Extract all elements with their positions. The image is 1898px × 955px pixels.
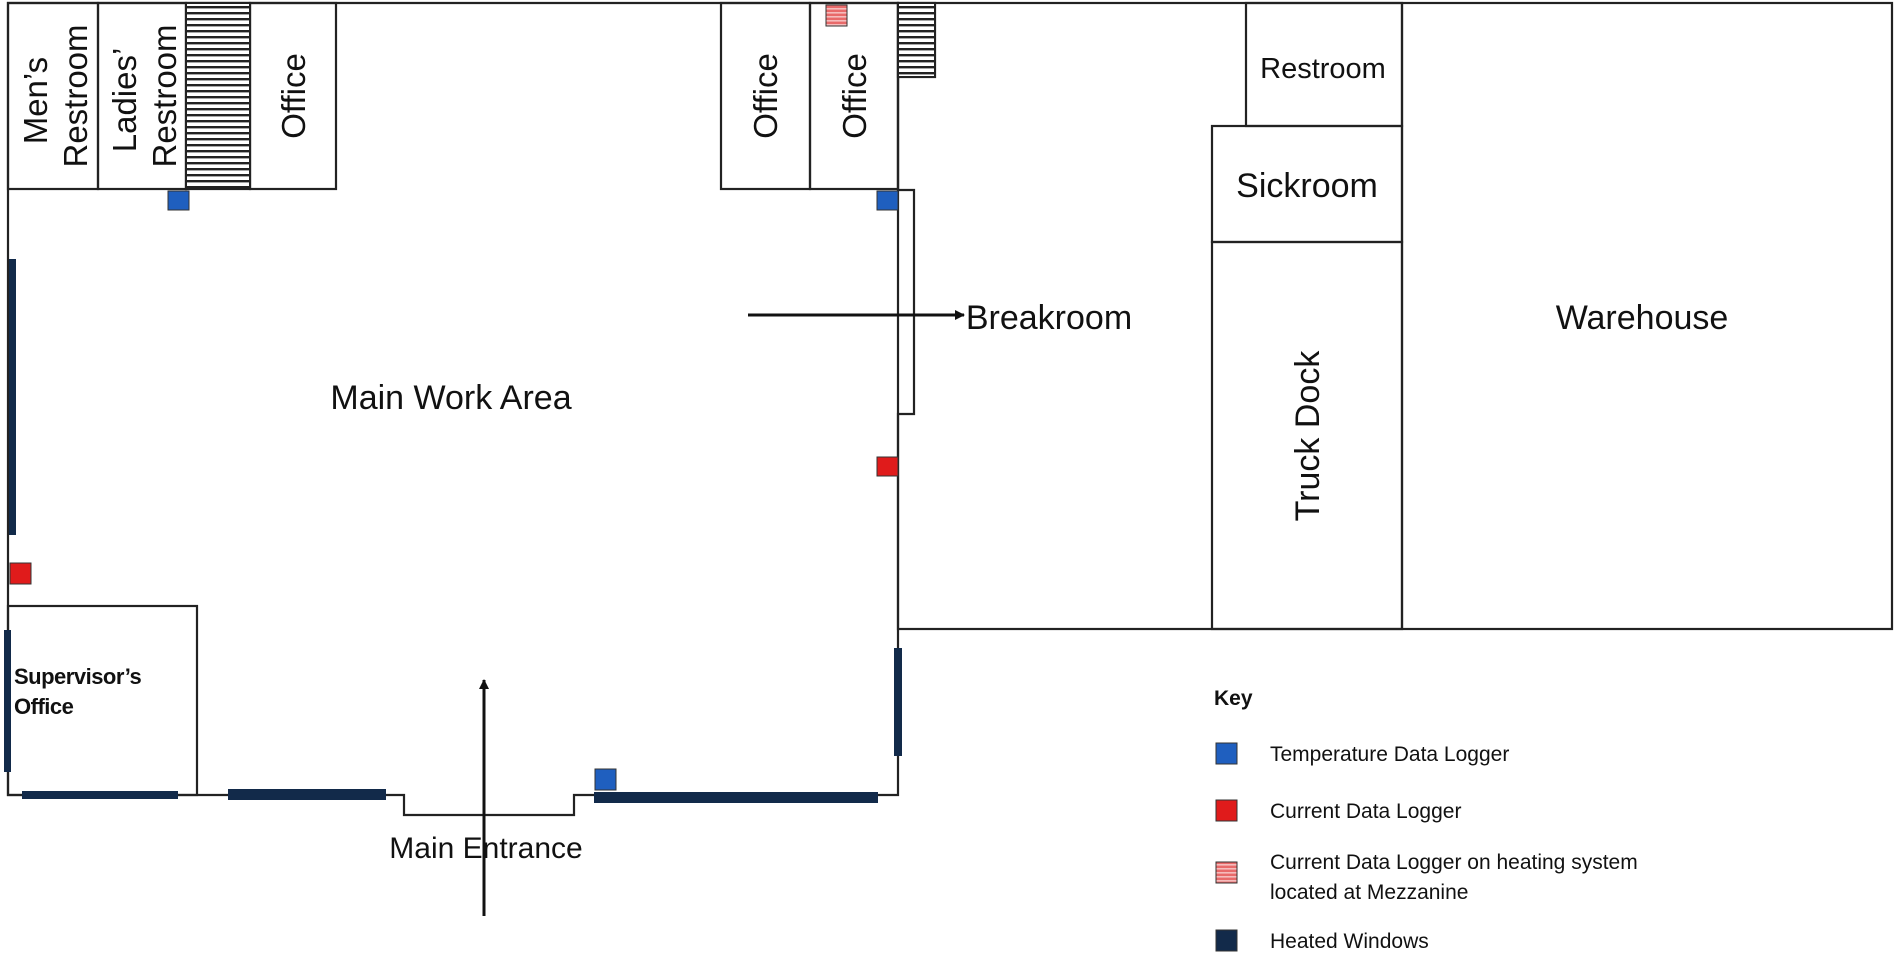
walls	[6, 1, 1894, 817]
office-left-outline	[248, 1, 338, 191]
current-logger	[9, 562, 32, 585]
mens-restroom-label: Men’s Restroom	[17, 24, 94, 167]
temperature-logger	[167, 190, 190, 211]
legend-window-swatch	[1215, 929, 1238, 952]
legend: Key Temperature Data Logger Current Data…	[1214, 687, 1644, 953]
legend-title: Key	[1214, 687, 1253, 710]
stairs-icon	[187, 4, 249, 188]
temperature-logger	[594, 768, 617, 791]
heated-window	[4, 630, 11, 772]
current-logger	[876, 456, 899, 477]
sickroom-label: Sickroom	[1236, 167, 1378, 205]
temperature-logger	[876, 190, 899, 211]
breakroom-label: Breakroom	[966, 299, 1132, 337]
office-mid-2-label: Office	[836, 53, 873, 139]
legend-temperature-swatch	[1215, 742, 1238, 765]
legend-temperature-label: Temperature Data Logger	[1270, 743, 1509, 766]
office-mid-1-label: Office	[747, 53, 784, 139]
heated-window	[9, 259, 16, 535]
main-work-area-label: Main Work Area	[330, 379, 571, 417]
legend-current-label: Current Data Logger	[1270, 800, 1461, 823]
heated-window	[228, 789, 386, 800]
heated-windows	[4, 259, 902, 803]
room-labels: Men’s Restroom Ladies’ Restroom Office O…	[14, 24, 1728, 865]
legend-heating-label: Current Data Logger on heating system lo…	[1270, 851, 1644, 904]
legend-window-label: Heated Windows	[1270, 930, 1429, 953]
stairs-icon	[899, 4, 934, 76]
heated-window	[22, 791, 178, 799]
legend-heating-swatch	[1215, 861, 1238, 884]
data-loggers	[9, 4, 899, 791]
office-left-label: Office	[275, 53, 312, 139]
warehouse-label: Warehouse	[1556, 299, 1729, 337]
heating-logger	[825, 4, 848, 27]
ladies-restroom-label: Ladies’ Restroom	[106, 24, 183, 167]
legend-current-swatch	[1215, 799, 1238, 822]
heated-window	[594, 792, 878, 803]
truck-dock-label: Truck Dock	[1289, 350, 1327, 522]
heated-window	[894, 648, 902, 756]
supervisors-office-label: Supervisor’s Office	[14, 664, 147, 719]
restroom-label: Restroom	[1260, 53, 1386, 85]
main-entrance-label: Main Entrance	[389, 832, 582, 865]
